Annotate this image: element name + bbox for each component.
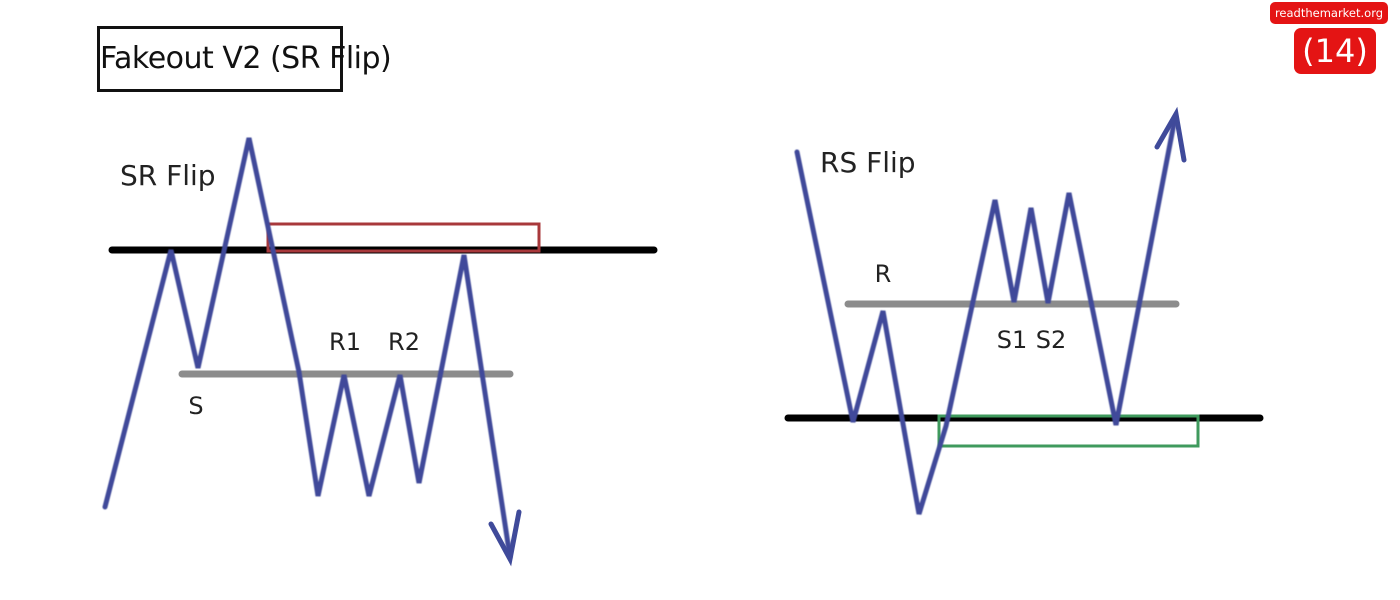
rs-label-s2: S2 <box>1036 326 1067 354</box>
sr-price-path <box>102 137 513 560</box>
site-badge: readthemarket.org <box>1270 2 1388 24</box>
rs-label-s1: S1 <box>997 326 1028 354</box>
sr-flip-heading: SR Flip <box>120 159 216 192</box>
rs-label-resistance: R <box>875 260 892 288</box>
rs-price-path <box>794 115 1178 515</box>
number-badge: (14) <box>1294 28 1376 74</box>
sr-label-r1: R1 <box>329 328 361 356</box>
sr-arrow-down-icon <box>488 509 522 567</box>
sr-flip-panel: SR Flip S R1 R2 <box>102 137 658 567</box>
rs-fakeout-zone <box>937 414 1200 448</box>
rs-arrow-up-icon <box>1154 106 1187 163</box>
rs-flip-panel: RS Flip R S1 S2 <box>784 106 1264 515</box>
sr-label-r2: R2 <box>388 328 420 356</box>
sr-label-support: S <box>188 392 203 420</box>
rs-flip-heading: RS Flip <box>820 146 916 179</box>
page-title: Fakeout V2 (SR Flip) <box>97 26 392 92</box>
